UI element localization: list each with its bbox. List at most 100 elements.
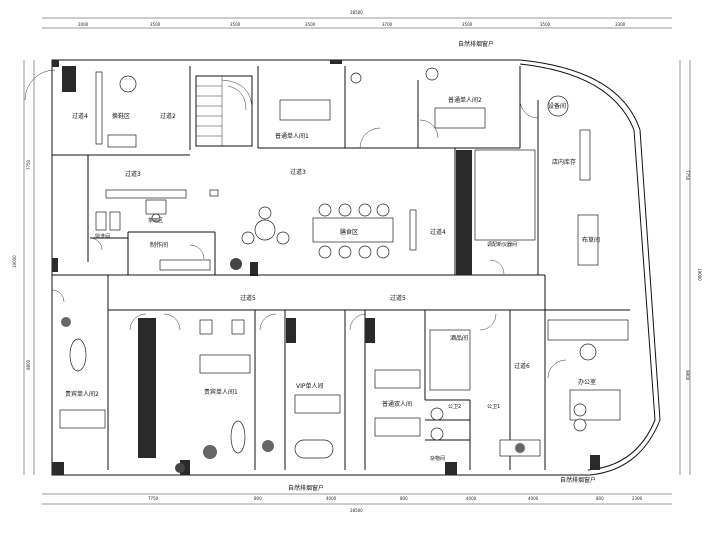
treatment-bed (374, 369, 421, 389)
round-table-chair (241, 231, 255, 245)
column-marker (209, 189, 219, 197)
dim-right-seg: 7750 (685, 170, 690, 181)
furniture (59, 67, 629, 459)
dim-top-seg: 3700 (382, 22, 393, 27)
dim-top-seg: 3300 (615, 22, 626, 27)
plant-icon (61, 317, 71, 327)
shoe-cabinet (95, 71, 103, 145)
round-table-chair (276, 231, 290, 245)
room-label-corridor: 过道4 (72, 112, 88, 120)
room-label-prep-room: 制作间 (150, 241, 168, 249)
dim-left-seg: 7750 (26, 159, 31, 170)
office-sofa (547, 319, 629, 341)
treatment-bed (59, 409, 106, 429)
room-label-tea-area: 茶吧区 (148, 217, 163, 224)
dim-top-total: 28500 (350, 10, 363, 15)
room-label-formula-room: 调配新仪器间 (487, 241, 517, 248)
room-label-dining: 膳食区 (340, 228, 358, 236)
vent-window-label: 自然排烟窗户 (560, 476, 596, 484)
equipment-unit (547, 95, 569, 117)
dim-top-seg: 3500 (305, 22, 316, 27)
prep-counter (159, 259, 211, 271)
vent-window-label: 自然排烟窗户 (458, 40, 494, 48)
storage-shelf (579, 129, 591, 181)
dining-chair (358, 203, 372, 217)
room-label-corridor: 过道4 (430, 228, 446, 236)
dim-right-seg: 9800 (685, 370, 690, 381)
room-label-corridor: 过道5 (390, 294, 406, 302)
dining-chair (338, 203, 352, 217)
dim-bottom-segments: 7750 800 4000 800 4000 4000 800 2300 (148, 496, 643, 501)
dim-bottom-seg: 4000 (466, 496, 477, 501)
room-label-corridor: 过道3 (290, 168, 306, 176)
room-label-standard-single-2: 普通单人间2 (448, 96, 482, 104)
room-label-wine-room: 酒品间 (450, 334, 468, 342)
room-label-storage: 杂物间 (430, 455, 445, 462)
dining-chair (358, 245, 372, 259)
room-label-public-wc: 公卫1 (487, 404, 500, 410)
dim-bottom-seg: 2300 (632, 496, 643, 501)
plant-icon (515, 443, 525, 453)
office-chair (579, 343, 597, 361)
tea-table (145, 199, 167, 215)
bathtub (69, 338, 87, 372)
vent-window-label: 自然排烟窗户 (288, 484, 324, 492)
wash-basin (95, 211, 107, 231)
doors (24, 69, 567, 379)
dim-top-seg: 3500 (540, 22, 551, 27)
shoe-bench (107, 134, 137, 148)
interior-walls (52, 66, 630, 470)
plant-icon (230, 258, 242, 270)
wash-basin (109, 211, 121, 231)
room-label-corridor: 过道3 (125, 170, 141, 178)
office-chair (573, 403, 587, 417)
dim-top-seg: 3500 (150, 22, 161, 27)
outer-walls (51, 59, 661, 476)
room-label-shoe-area: 换鞋区 (112, 112, 130, 120)
dim-left-seg: 9800 (26, 359, 31, 370)
room-label-corridor: 过道2 (160, 112, 176, 120)
room-label-store-storage: 店内库存 (552, 158, 576, 166)
staircase (195, 75, 253, 147)
room-label-standard-single-1: 普通单人间1 (275, 132, 309, 140)
room-label-public-wc: 公卫2 (448, 404, 461, 410)
wc-toilet (430, 407, 444, 421)
vent-annotations: 自然排烟窗户 自然排烟窗户 自然排烟窗户 (288, 40, 596, 492)
linen-rack (577, 214, 599, 266)
toilet (425, 67, 439, 81)
room-label-office: 办公室 (578, 378, 596, 386)
treatment-bed (434, 107, 486, 129)
dining-chair (376, 203, 390, 217)
room-label-standard-double: 普通双人间 (382, 400, 412, 408)
round-table (254, 219, 276, 241)
formula-shelving (474, 149, 536, 241)
dim-top-seg: 3500 (462, 22, 473, 27)
shoe-area-chair (119, 75, 137, 93)
dining-chair (318, 203, 332, 217)
plants (61, 258, 525, 473)
dim-bottom-seg: 800 (400, 496, 408, 501)
dim-left-total: 19000 (12, 255, 17, 268)
tea-stool (151, 213, 161, 223)
dim-top-seg: 3500 (230, 22, 241, 27)
plant-icon (175, 463, 185, 473)
dim-bottom-seg: 4000 (528, 496, 539, 501)
wc-toilet (430, 427, 444, 441)
plant-icon (203, 445, 217, 459)
dimension-lines: 28500 2000 3500 3500 3500 3700 3500 3500… (12, 10, 702, 513)
treatment-bed (294, 394, 341, 414)
dim-top-seg: 2000 (78, 22, 89, 27)
toilet (350, 72, 362, 84)
room-label-washroom: 盥洗间 (95, 233, 110, 240)
office-chair (573, 418, 587, 432)
room-label-noble-single-2: 贵宾单人间2 (65, 390, 99, 398)
room-label-noble-single-1: 贵宾单人间1 (204, 388, 238, 396)
tea-counter (105, 189, 187, 199)
bathtub (230, 420, 246, 454)
wash-basin (199, 319, 213, 335)
dim-bottom-seg: 800 (596, 496, 604, 501)
dining-table (312, 217, 394, 243)
room-label-corridor: 过道6 (514, 362, 530, 370)
dim-bottom-seg: 7750 (148, 496, 159, 501)
